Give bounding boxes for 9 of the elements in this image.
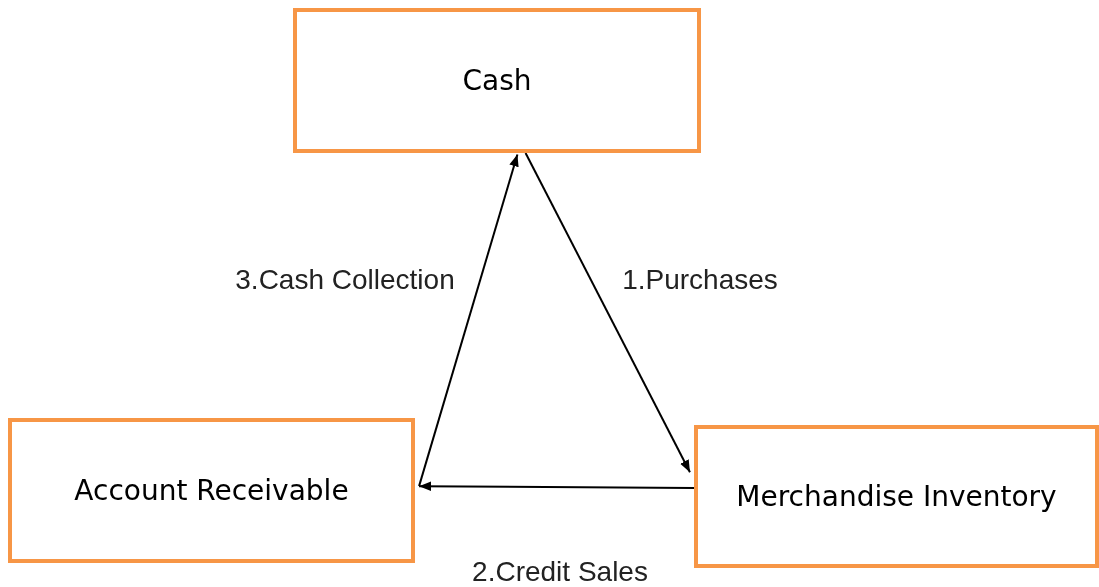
account-name: Merchandise Inventory (736, 480, 1057, 513)
account-name: Cash (462, 64, 532, 97)
arrow (418, 153, 519, 488)
account-box (694, 425, 1099, 568)
arrow (418, 481, 695, 492)
account-box (8, 418, 415, 563)
account-name: Account Receivable (74, 474, 349, 507)
arrow (524, 152, 691, 474)
account-box (293, 8, 701, 153)
